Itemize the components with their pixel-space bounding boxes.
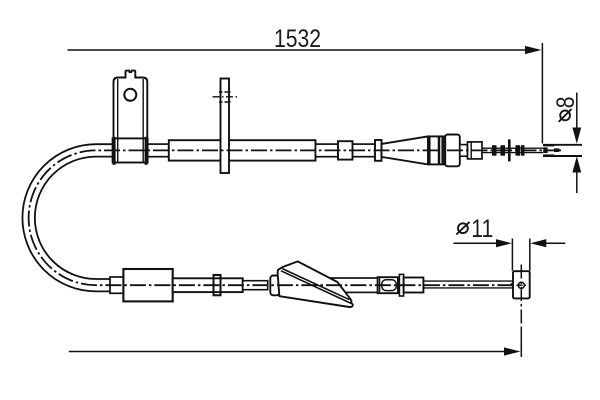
svg-text:8: 8 (551, 96, 579, 108)
svg-text:11: 11 (471, 214, 493, 242)
svg-text:1532: 1532 (274, 25, 321, 53)
